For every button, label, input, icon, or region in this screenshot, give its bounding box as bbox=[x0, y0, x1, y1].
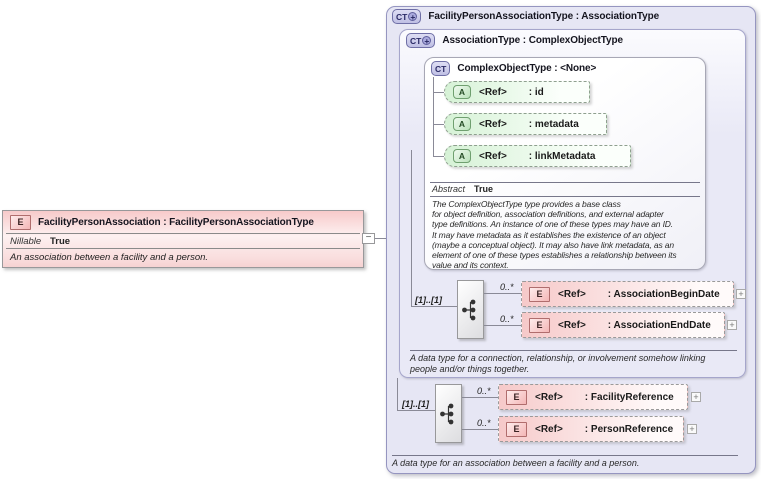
occurs-label: 0..* bbox=[477, 386, 491, 396]
element-header: E FacilityPersonAssociation : FacilityPe… bbox=[3, 211, 363, 233]
occurs-label: 0..* bbox=[477, 418, 491, 428]
connector-line bbox=[484, 293, 521, 294]
attribute-icon: A bbox=[453, 85, 471, 99]
element-person-reference[interactable]: E <Ref> : PersonReference bbox=[498, 416, 684, 442]
element-ref: <Ref> bbox=[558, 288, 586, 300]
association-type-title: AssociationType : ComplexObjectType bbox=[442, 35, 623, 46]
outer-type-annotation: A data type for an association between a… bbox=[392, 458, 640, 468]
element-association-begin-date[interactable]: E <Ref> : AssociationBeginDate bbox=[521, 281, 734, 307]
connector-line bbox=[411, 306, 457, 307]
element-association-end-date[interactable]: E <Ref> : AssociationEndDate bbox=[521, 312, 725, 338]
attribute-name: : linkMetadata bbox=[528, 150, 596, 162]
element-name: : AssociationEndDate bbox=[607, 319, 711, 331]
divider bbox=[430, 196, 700, 197]
connector-line bbox=[433, 124, 444, 125]
connector-line bbox=[397, 378, 398, 411]
connector-line bbox=[484, 325, 521, 326]
element-ref: <Ref> bbox=[535, 391, 563, 403]
element-name: : FacilityReference bbox=[584, 391, 674, 403]
element-ref: <Ref> bbox=[535, 423, 563, 435]
complex-type-extension-icon: CT+ bbox=[392, 9, 422, 24]
element-name: : PersonReference bbox=[584, 423, 674, 435]
divider bbox=[410, 350, 737, 351]
element-facility-reference[interactable]: E <Ref> : FacilityReference bbox=[498, 384, 688, 410]
association-type-header: CT+ AssociationType : ComplexObjectType bbox=[406, 33, 623, 48]
attribute-ref: <Ref> bbox=[479, 118, 507, 130]
nillable-row: Nillable True bbox=[3, 234, 363, 248]
occurs-label: 0..* bbox=[500, 314, 514, 324]
divider bbox=[6, 233, 360, 234]
expand-button[interactable]: + bbox=[687, 424, 697, 434]
attribute-name: : metadata bbox=[528, 118, 579, 130]
element-name: : AssociationBeginDate bbox=[607, 288, 720, 300]
attribute-icon: A bbox=[453, 149, 471, 163]
connector-line bbox=[433, 92, 444, 93]
sequence-compositor[interactable] bbox=[457, 280, 484, 339]
occurs-label: 0..* bbox=[500, 282, 514, 292]
connector-line bbox=[462, 397, 498, 398]
attribute-icon: A bbox=[453, 117, 471, 131]
element-annotation: An association between a facility and a … bbox=[10, 252, 209, 263]
element-icon: E bbox=[506, 389, 527, 405]
element-box-facility-person-association: E FacilityPersonAssociation : FacilityPe… bbox=[2, 210, 364, 268]
element-icon: E bbox=[10, 214, 31, 230]
collapse-toggle[interactable]: − bbox=[362, 233, 375, 244]
complex-object-type-annotation: The ComplexObjectType type provides a ba… bbox=[432, 199, 677, 271]
connector-line bbox=[433, 156, 444, 157]
outer-type-title: FacilityPersonAssociationType : Associat… bbox=[428, 11, 660, 22]
connector-line bbox=[433, 77, 434, 157]
connector-line bbox=[411, 150, 412, 307]
plus-badge-icon: + bbox=[408, 12, 418, 21]
attribute-link-metadata[interactable]: A <Ref> : linkMetadata bbox=[444, 145, 631, 167]
divider bbox=[430, 182, 700, 183]
element-title: FacilityPersonAssociation : FacilityPers… bbox=[38, 216, 314, 228]
connector-line bbox=[397, 410, 435, 411]
nillable-value: True bbox=[50, 235, 71, 247]
element-icon: E bbox=[506, 421, 527, 437]
attribute-ref: <Ref> bbox=[479, 150, 507, 162]
nillable-label: Nillable bbox=[10, 235, 42, 247]
association-type-annotation: A data type for a connection, relationsh… bbox=[410, 353, 706, 374]
expand-button[interactable]: + bbox=[691, 392, 701, 402]
attribute-ref: <Ref> bbox=[479, 86, 507, 98]
abstract-label: Abstract bbox=[432, 184, 466, 194]
expand-button[interactable]: + bbox=[727, 320, 737, 330]
divider bbox=[6, 248, 360, 249]
expand-button[interactable]: + bbox=[736, 289, 746, 299]
complex-object-type-header: CT ComplexObjectType : <None> bbox=[431, 61, 596, 76]
element-icon: E bbox=[529, 286, 550, 302]
complex-type-icon: CT bbox=[431, 61, 451, 76]
connector-line bbox=[462, 429, 498, 430]
sequence-icon bbox=[461, 299, 475, 320]
cardinality-label: [1]..[1] bbox=[402, 399, 429, 409]
sequence-icon bbox=[439, 403, 453, 424]
element-icon: E bbox=[529, 317, 550, 333]
outer-type-header: CT+ FacilityPersonAssociationType : Asso… bbox=[392, 9, 659, 24]
element-ref: <Ref> bbox=[558, 319, 586, 331]
complex-type-extension-icon: CT+ bbox=[406, 33, 436, 48]
attribute-id[interactable]: A <Ref> : id bbox=[444, 81, 590, 103]
abstract-row: Abstract True bbox=[432, 184, 493, 194]
complex-object-type-title: ComplexObjectType : <None> bbox=[457, 63, 597, 74]
attribute-metadata[interactable]: A <Ref> : metadata bbox=[444, 113, 607, 135]
divider bbox=[392, 455, 738, 456]
plus-badge-icon: + bbox=[422, 36, 432, 45]
sequence-compositor[interactable] bbox=[435, 384, 462, 443]
cardinality-label: [1]..[1] bbox=[415, 295, 442, 305]
abstract-value: True bbox=[474, 184, 494, 194]
attribute-name: : id bbox=[528, 86, 544, 98]
